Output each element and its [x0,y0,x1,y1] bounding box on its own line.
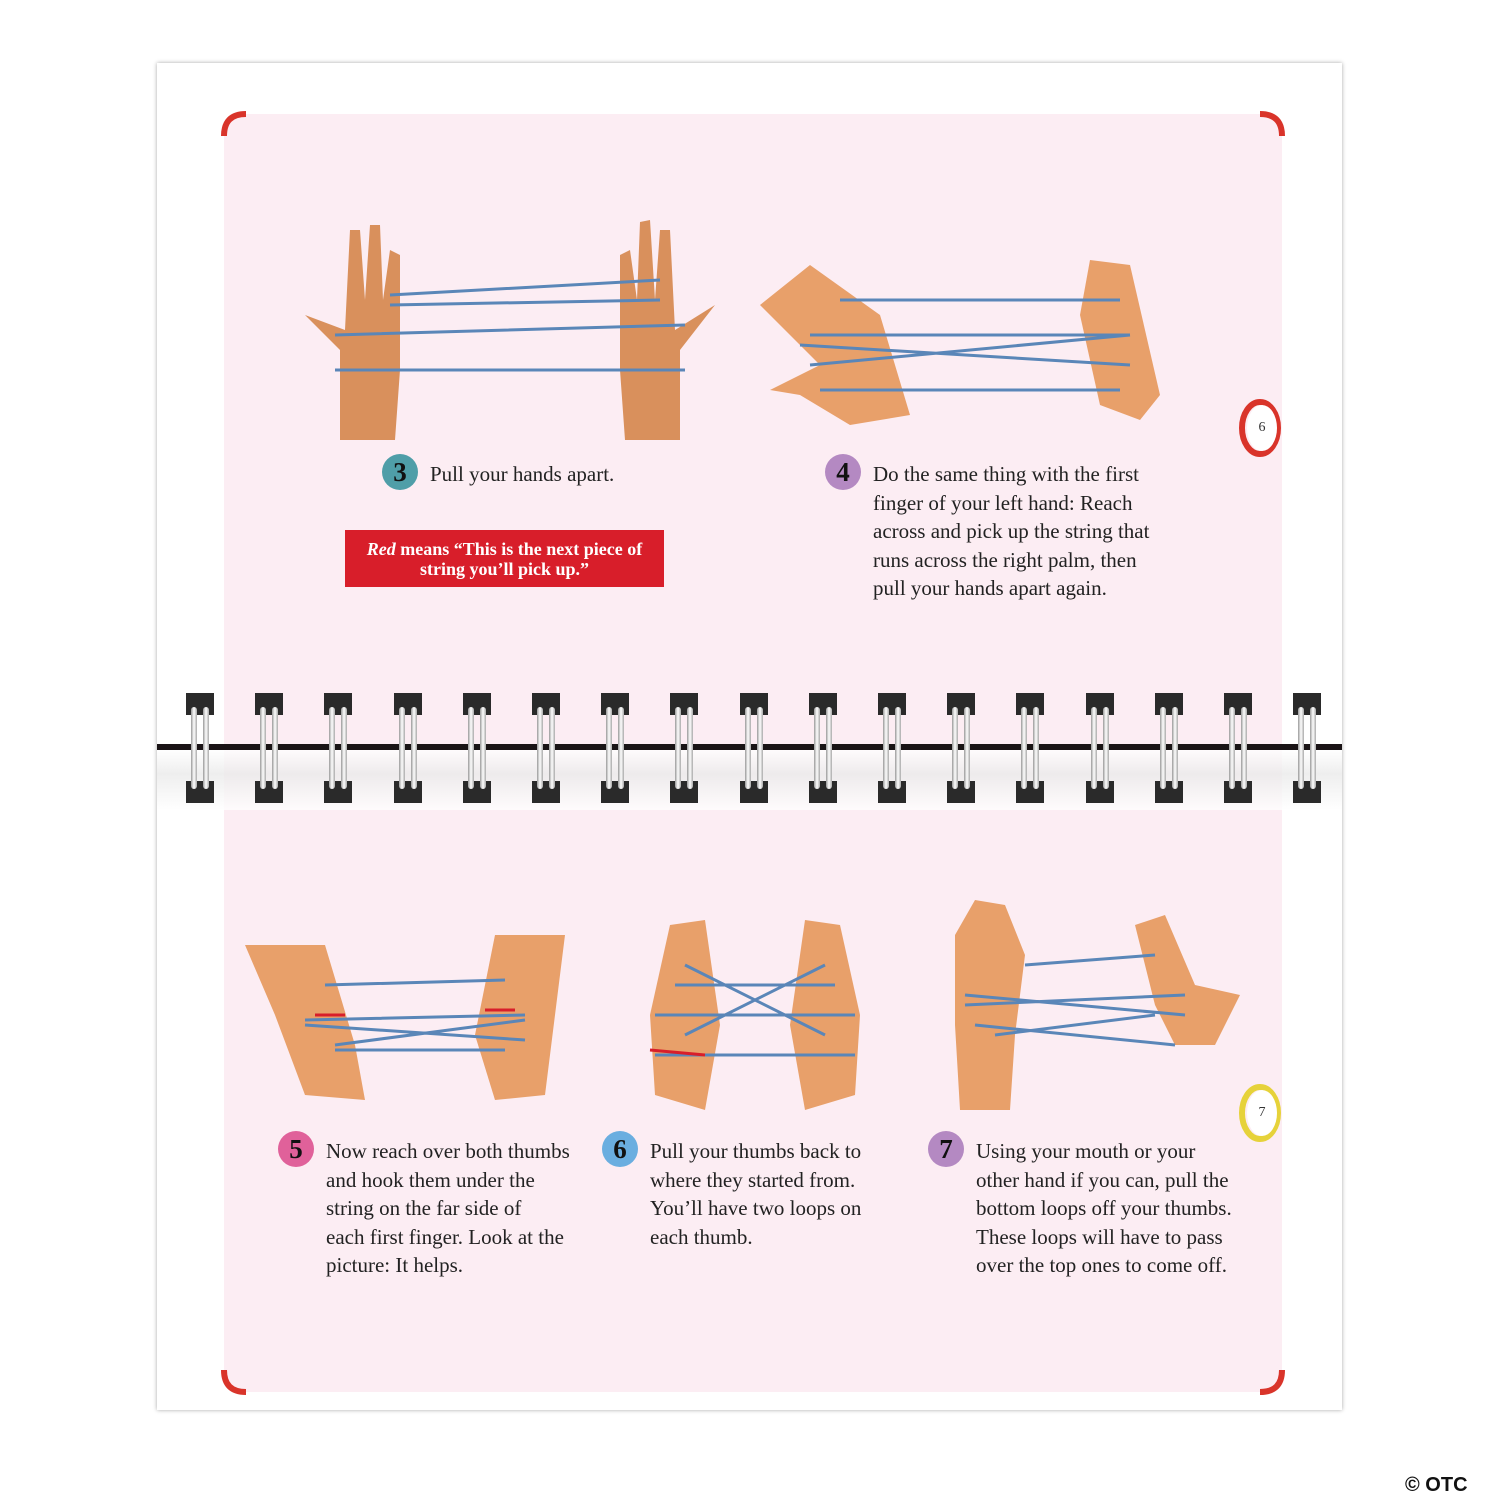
step-number-badge: 7 [928,1131,964,1167]
spiral-coil [532,693,560,803]
illustration-step-3 [305,220,715,440]
spiral-coil [808,693,837,803]
red-legend-note: Red means “This is the next piece of str… [345,530,664,587]
step-number-badge: 6 [602,1131,638,1167]
step-text: Using your mouth or your other hand if y… [976,1139,1232,1277]
page-number-7: 7 [1247,1090,1277,1136]
spiral-coil [462,693,491,803]
spiral-coil [601,693,630,803]
spiral-coil [878,693,906,803]
step-text: Now reach over both thumbs and hook them… [326,1139,570,1277]
step-5: 5 Now reach over both thumbs and hook th… [278,1131,570,1280]
spiral-coil [393,693,422,803]
spiral-coil [947,693,976,803]
note-line-2: string you’ll pick up.” [419,558,590,579]
step-text: Pull your thumbs back to where they star… [650,1139,862,1249]
spiral-coil [1016,693,1045,803]
step-text: Pull your hands apart. [430,462,615,486]
step-4: 4 Do the same thing with the first finge… [825,454,1150,603]
illustration-step-7 [955,900,1240,1110]
step-3: 3 Pull your hands apart. [382,454,615,490]
step-7: 7 Using your mouth or your other hand if… [928,1131,1232,1280]
step-number-badge: 5 [278,1131,314,1167]
spiral-coil [670,693,699,803]
step-6: 6 Pull your thumbs back to where they st… [602,1131,862,1251]
illustration-step-6 [649,920,860,1110]
spiral-coil [255,693,284,803]
step-text: Do the same thing with the first finger … [873,462,1150,600]
step-number-badge: 4 [825,454,861,490]
spiral-coil [1293,693,1322,803]
spiral-coil [186,693,214,803]
step-number-badge: 3 [382,454,418,490]
spiral-coil [1085,693,1114,803]
illustration-step-5 [245,935,565,1100]
spiral-coil [1224,693,1252,803]
note-emphasis: Red [366,538,396,559]
page-number-6: 6 [1247,405,1277,451]
spiral-coil [324,693,353,803]
illustration-step-4 [760,260,1160,425]
spiral-coil [1154,693,1183,803]
note-line-1: means “This is the next piece of [395,538,643,559]
copyright-logo: © OTC [1405,1474,1468,1496]
spiral-coil [739,693,768,803]
